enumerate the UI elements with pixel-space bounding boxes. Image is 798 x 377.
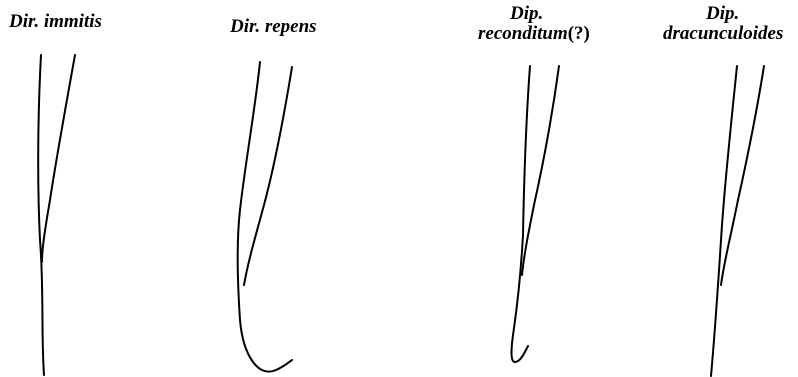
- tail-dir-immitis: [38, 55, 75, 375]
- tail-dracunculoides-right-outline: [721, 66, 764, 285]
- tail-dir-repens: [238, 62, 292, 372]
- tail-repens-left-outline: [238, 62, 292, 372]
- tail-dip-dracunculoides: [711, 66, 764, 376]
- tail-repens-right-outline: [244, 67, 292, 285]
- tail-immitis-right-outline: [42, 55, 75, 262]
- tail-reconditum-left-outline: [512, 66, 531, 362]
- tail-dip-reconditum: [512, 66, 560, 362]
- tail-immitis-left-outline: [38, 55, 44, 375]
